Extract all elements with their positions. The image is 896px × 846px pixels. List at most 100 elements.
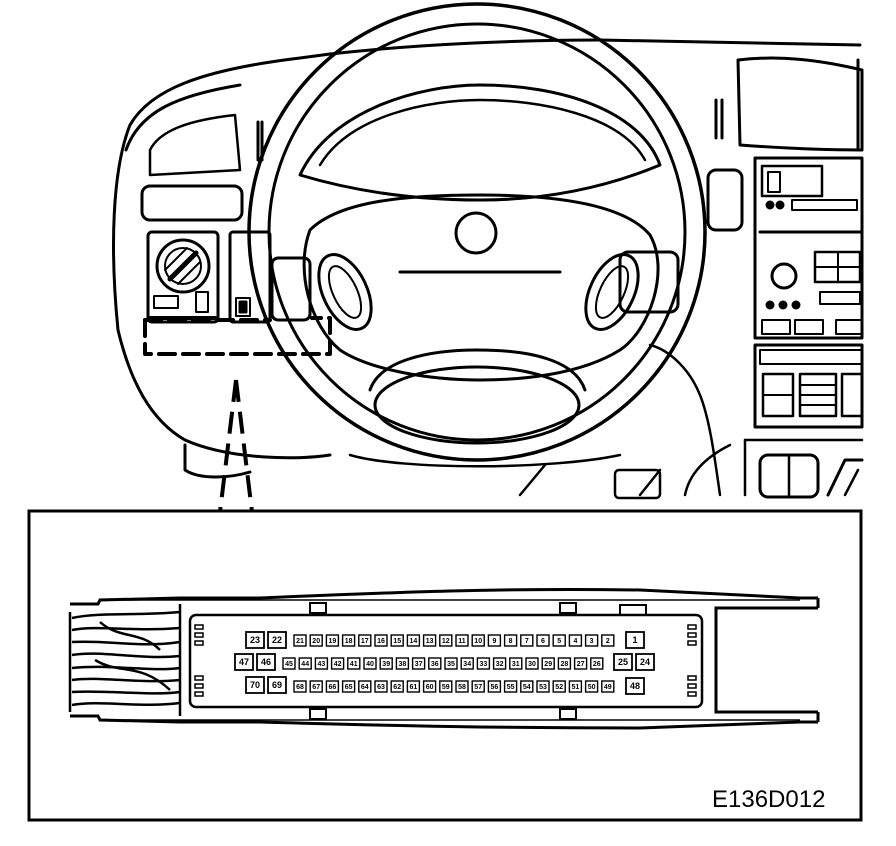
connector-location-dashed-outline	[143, 316, 332, 356]
pin-cavity	[298, 657, 312, 670]
pin-number-label: 39	[382, 661, 390, 668]
pin-cavity	[613, 653, 633, 671]
pin-number-label: 26	[593, 661, 601, 668]
pin-cavity	[390, 634, 404, 647]
pin-number-label: 50	[588, 684, 596, 691]
radio-unit	[753, 156, 864, 340]
connector-pin-16: 16	[374, 634, 388, 647]
pin-number-label: 48	[630, 681, 640, 691]
pin-number-label: 28	[561, 661, 569, 668]
pin-cavity	[234, 653, 254, 671]
connector-pin-46: 46	[256, 653, 276, 671]
pin-number-label: 21	[296, 638, 304, 645]
pin-number-label: 64	[361, 684, 369, 691]
connector-pin-58: 58	[455, 680, 469, 693]
pin-number-label: 49	[604, 684, 612, 691]
pin-cavity	[625, 631, 645, 649]
connector-pin-17: 17	[358, 634, 372, 647]
figure-code: E136D012	[712, 786, 826, 813]
pin-cavity	[422, 634, 437, 647]
pin-cavity	[358, 634, 372, 647]
pin-cavity	[422, 680, 437, 693]
connector-pin-43: 43	[314, 657, 329, 670]
dashboard-illustration	[112, 2, 864, 500]
connector-pin-7: 7	[520, 634, 534, 647]
connector-pin-38: 38	[395, 657, 410, 670]
pin-number-label: 58	[458, 684, 466, 691]
pin-cavity	[267, 631, 287, 649]
pin-number-label: 44	[301, 661, 309, 668]
connector-pin-34: 34	[460, 657, 474, 670]
connector-pin-60: 60	[422, 680, 437, 693]
connector-pin-9: 9	[487, 634, 502, 647]
pin-number-label: 37	[415, 661, 423, 668]
connector-pin-31: 31	[509, 657, 523, 670]
pin-cavity	[347, 657, 361, 670]
connector-pin-61: 61	[406, 680, 421, 693]
connector-pin-69: 69	[267, 676, 287, 694]
pin-cavity	[584, 634, 599, 647]
connector-pin-6: 6	[536, 634, 550, 647]
pin-number-label: 60	[426, 684, 434, 691]
pin-number-label: 59	[442, 684, 450, 691]
pin-number-label: 63	[377, 684, 385, 691]
pin-number-label: 54	[523, 684, 531, 691]
pin-number-label: 35	[447, 661, 455, 668]
pin-number-label: 9	[492, 638, 496, 645]
connector-pin-55: 55	[503, 680, 518, 693]
pin-cavity	[635, 653, 655, 671]
connector-pin-8: 8	[503, 634, 518, 647]
pin-number-label: 11	[458, 638, 466, 645]
pin-cavity	[439, 634, 453, 647]
pin-cavity	[460, 657, 474, 670]
pin-cavity	[536, 634, 550, 647]
connector-pin-41: 41	[347, 657, 361, 670]
pin-number-label: 53	[539, 684, 547, 691]
pin-cavity	[395, 657, 410, 670]
connector-pin-62: 62	[390, 680, 404, 693]
pin-cavity	[552, 680, 566, 693]
light-switch-knob-icon	[155, 238, 211, 294]
connector-leader-lines	[218, 379, 254, 513]
connector-pin-48: 48	[625, 677, 645, 695]
connector-pin-1: 1	[625, 631, 645, 649]
pin-cavity	[245, 676, 265, 694]
pin-cavity	[293, 680, 307, 693]
connector-pin-51: 51	[568, 680, 583, 693]
connector-pin-52: 52	[552, 680, 566, 693]
pin-number-label: 30	[528, 661, 536, 668]
pin-number-label: 65	[345, 684, 353, 691]
pin-cavity	[525, 657, 539, 670]
pin-number-label: 25	[618, 657, 628, 667]
pin-number-label: 29	[544, 661, 552, 668]
pin-cavity	[492, 657, 507, 670]
pin-number-label: 19	[329, 638, 337, 645]
connector-pin-27: 27	[573, 657, 588, 670]
pin-cavity	[379, 657, 393, 670]
pin-number-label: 13	[426, 638, 434, 645]
pin-number-label: 67	[312, 684, 320, 691]
pin-number-label: 22	[272, 635, 282, 645]
pin-number-label: 16	[377, 638, 385, 645]
pin-number-label: 8	[509, 638, 513, 645]
pin-number-label: 36	[431, 661, 439, 668]
pin-cavity	[552, 634, 566, 647]
pin-cavity	[282, 657, 296, 670]
pin-cavity	[325, 634, 340, 647]
pin-number-label: 10	[474, 638, 482, 645]
pin-cavity	[314, 657, 329, 670]
connector-pin-42: 42	[330, 657, 345, 670]
connector-housing	[70, 587, 820, 730]
pin-number-label: 34	[463, 661, 471, 668]
connector-pin-3: 3	[584, 634, 599, 647]
connector-pin-12: 12	[439, 634, 453, 647]
pin-cavity	[625, 677, 645, 695]
pin-cavity	[363, 657, 377, 670]
pin-number-label: 68	[296, 684, 304, 691]
pin-number-label: 14	[410, 638, 418, 645]
pin-cavity	[471, 634, 485, 647]
connector-pin-56: 56	[487, 680, 502, 693]
pin-number-label: 41	[350, 661, 358, 668]
pin-cavity	[509, 657, 523, 670]
